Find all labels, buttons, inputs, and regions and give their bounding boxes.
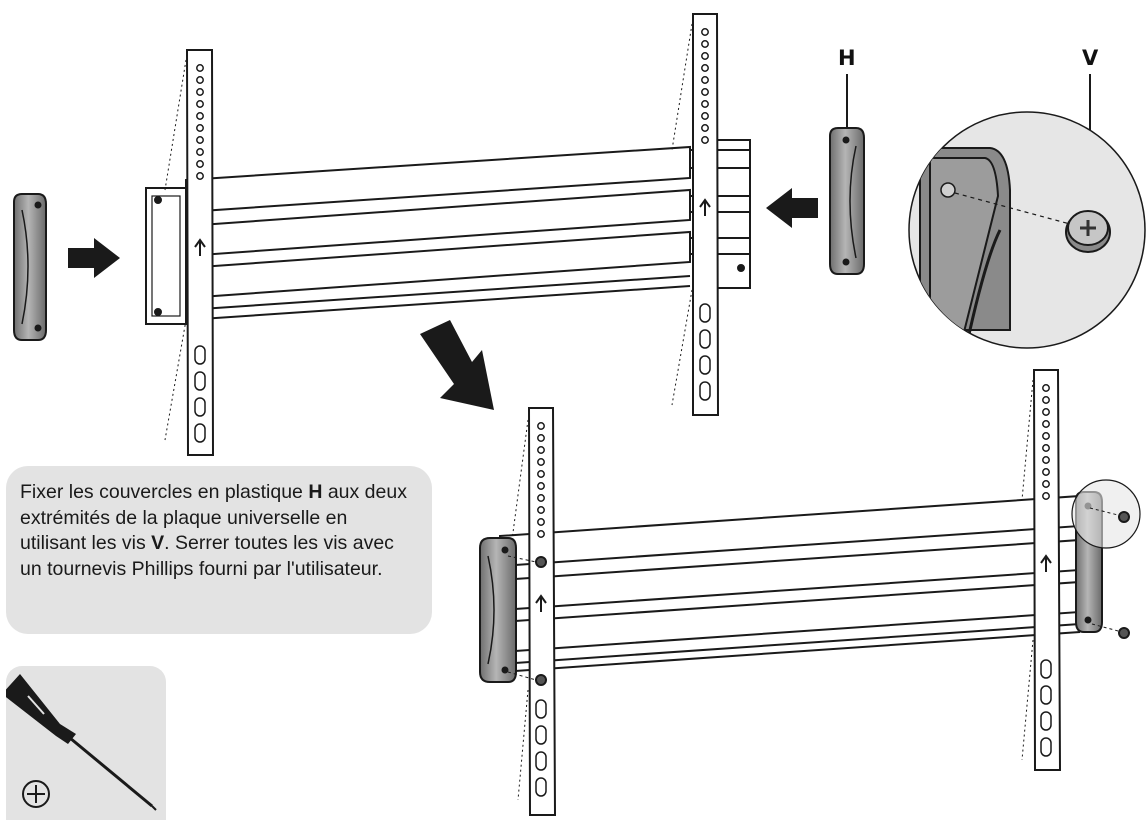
plastic-cap-left-mounted	[479, 537, 517, 683]
left-vertical-bracket	[164, 49, 215, 456]
label-v: V	[1082, 46, 1099, 70]
top-assembly	[145, 13, 751, 456]
top-rails	[185, 145, 751, 321]
arrow-down-right-icon	[420, 320, 494, 410]
magnifier-detail	[908, 111, 1146, 349]
instruction-panel: Fixer les couvercles en plastique H aux …	[6, 466, 432, 634]
right-vertical-bracket	[671, 13, 720, 416]
plastic-cap-right-loose	[829, 127, 865, 275]
instruction-bold-h: H	[308, 481, 323, 503]
instruction-bold-v: V	[151, 532, 165, 555]
screw-loose-top	[1118, 511, 1130, 523]
bottom-right-vertical-bracket	[1021, 369, 1062, 771]
tool-panel	[6, 666, 166, 820]
detail-circle	[1071, 479, 1141, 549]
bottom-assembly	[479, 369, 1141, 816]
screw-loose-bottom	[1118, 627, 1130, 639]
arrow-right-icon	[68, 238, 120, 278]
plastic-cap-left-loose	[13, 193, 47, 341]
screw-v	[1065, 210, 1111, 253]
instruction-text-2: aux deux extrémités de la plaque univers…	[20, 481, 407, 555]
bottom-rails	[499, 494, 1081, 673]
screwdriver-icon	[6, 674, 157, 811]
instruction-text-3: . Serrer toutes les vis avec un tournevi…	[20, 532, 394, 580]
instruction-text-1: Fixer les couvercles en plastique	[20, 481, 309, 503]
phillips-head-icon	[22, 780, 50, 808]
arrow-left-icon	[766, 188, 818, 228]
label-h: H	[838, 46, 856, 70]
left-end-plate	[145, 187, 187, 325]
bottom-left-vertical-bracket	[507, 407, 557, 816]
